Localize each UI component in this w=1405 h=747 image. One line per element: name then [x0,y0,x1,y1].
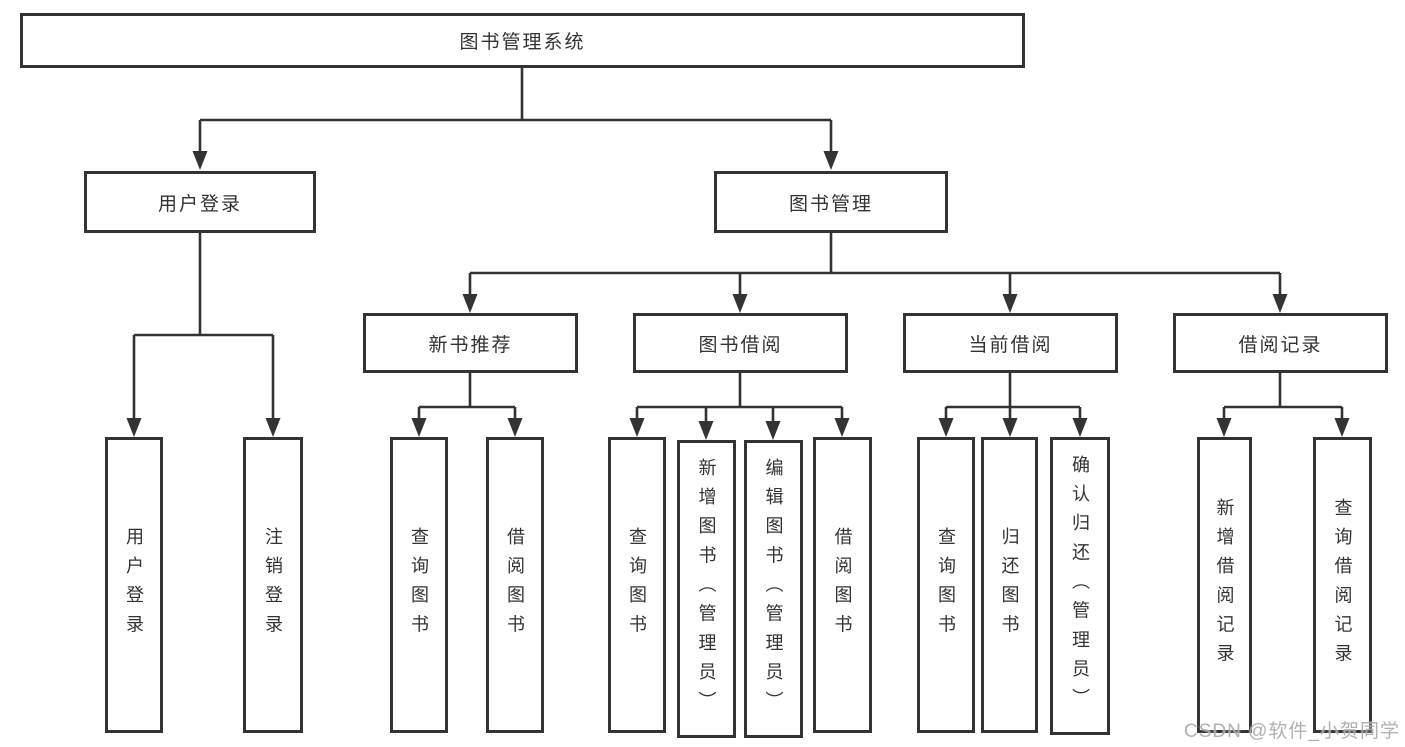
leaf-user-login: 用户登录 [105,437,163,733]
connector-root-to-level2 [198,68,833,155]
node-label: 新增借阅记录 [1214,497,1235,673]
leaf-query-book-current: 查询图书 [917,437,975,733]
leaf-edit-book-admin: 编辑图书（管理员） [744,440,803,738]
leaf-confirm-return-admin: 确认归还（管理员） [1050,437,1110,735]
node-label: 查询图书 [627,526,647,644]
connector-newbook-to-leaves [417,373,517,422]
node-label: 借阅图书 [505,526,525,644]
leaf-query-book-recommend: 查询图书 [390,437,448,733]
leaf-borrow-book-recommend: 借阅图书 [486,437,544,733]
node-label: 图书管理 [788,193,873,215]
connector-borrowmgmt-to-leaves [635,373,844,425]
node-label: 归还图书 [999,526,1020,644]
connector-userlogin-to-leaves [132,233,275,422]
csdn-watermark: CSDN @软件_小贺同学 [1184,721,1400,742]
connector-records-to-leaves [1222,373,1344,422]
node-new-book-recommend: 新书推荐 [363,313,578,373]
node-label: 新增图书（管理员） [696,457,717,721]
leaf-borrow-book: 借阅图书 [813,437,872,733]
node-label: 编辑图书（管理员） [763,457,784,721]
node-label: 图书借阅 [698,334,783,356]
node-label: 用户登录 [157,193,242,215]
leaf-logout: 注销登录 [243,437,303,733]
connector-bookmgmt-to-level3 [468,233,1282,298]
leaf-query-book-borrow: 查询图书 [608,437,666,733]
node-root-library-system: 图书管理系统 [20,13,1025,68]
node-label: 图书管理系统 [459,32,586,53]
node-label: 查询图书 [409,526,429,644]
node-label: 用户登录 [124,526,144,644]
node-label: 注销登录 [263,526,283,644]
node-current-borrow: 当前借阅 [903,313,1118,373]
node-borrow-records: 借阅记录 [1173,313,1388,373]
leaf-add-book-admin: 新增图书（管理员） [677,440,736,738]
node-label: 借阅图书 [832,526,853,644]
node-label: 新书推荐 [428,334,513,356]
node-label: 借阅记录 [1238,334,1323,356]
node-book-management: 图书管理 [714,171,948,233]
node-user-login: 用户登录 [84,171,316,233]
leaf-query-borrow-record: 查询借阅记录 [1313,437,1372,733]
node-label: 查询借阅记录 [1332,497,1353,673]
arrowheads [126,151,1350,440]
leaf-add-borrow-record: 新增借阅记录 [1197,437,1252,733]
node-label: 当前借阅 [968,334,1053,356]
connector-currentborrow-to-leaves [944,373,1082,422]
leaf-return-book: 归还图书 [981,437,1038,733]
node-book-borrow: 图书借阅 [633,313,848,373]
node-label: 查询图书 [936,526,956,644]
node-label: 确认归还（管理员） [1070,454,1090,718]
